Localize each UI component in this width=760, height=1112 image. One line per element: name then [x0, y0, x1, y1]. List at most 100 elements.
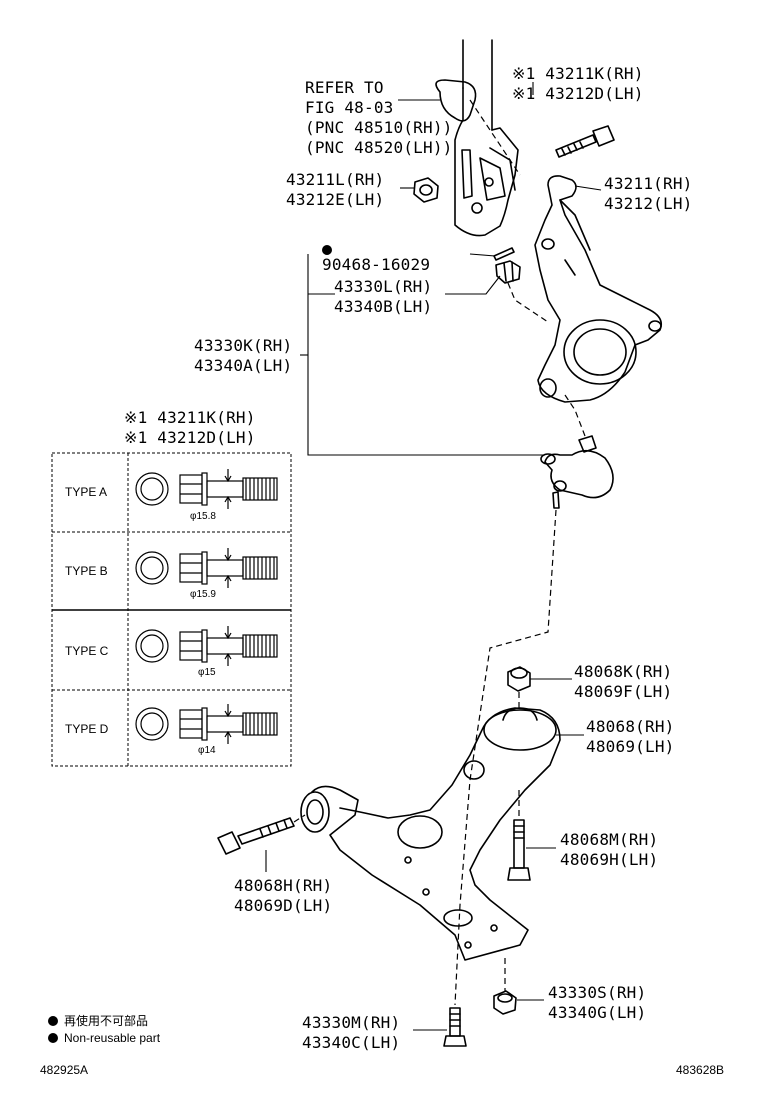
type-c-bolt-thread — [242, 634, 278, 658]
joint-43330K-rh: 43330K(RH) — [194, 336, 293, 355]
dash-knuckle — [507, 282, 549, 323]
type-a-bolt-end-inner — [140, 477, 164, 501]
castle-nut-43330L-illustration — [495, 260, 521, 284]
ball-joint-illustration — [540, 435, 614, 509]
dash-bolt-43211K — [469, 99, 521, 176]
type-c-bolt-end-view — [135, 629, 169, 663]
legend-en: Non-reusable part — [48, 1031, 160, 1045]
type-a-bolt-thread — [242, 477, 278, 501]
type-d-bolt-end-view — [135, 707, 169, 741]
type-a-label: TYPE A — [65, 485, 108, 499]
legend-dot-icon — [48, 1033, 58, 1043]
joint-43340A-lh: 43340A(LH) — [194, 356, 293, 375]
label-nut-43211L: 43211L(RH) 43212E(LH) — [286, 170, 384, 210]
nut-48069F-lh: 48069F(LH) — [574, 682, 673, 701]
nut-43330S-illustration — [493, 990, 517, 1015]
strut-illustration — [435, 39, 519, 237]
type-b-bolt-thread — [242, 556, 278, 580]
bolt-top-rh: ※1 43211K(RH) — [512, 64, 644, 83]
footer-code-right: 483628B — [676, 1063, 725, 1077]
leader-90468 — [469, 253, 496, 257]
knuckle-lh: 43212(LH) — [604, 194, 693, 213]
type-b-bolt-head — [179, 553, 203, 583]
label-bolt-43330M: 43330M(RH) 43340C(LH) — [302, 1013, 400, 1053]
nut-48068K-rh: 48068K(RH) — [574, 662, 673, 681]
label-lower-arm-48068: 48068(RH) 48069(LH) — [586, 717, 675, 757]
refer-line-2: FIG 48-03 — [305, 98, 394, 117]
nut-43211L-rh: 43211L(RH) — [286, 170, 385, 189]
type-d-bolt-flange — [201, 707, 208, 741]
cotter-pin-illustration — [493, 247, 515, 261]
type-c-bolt-shank — [206, 637, 244, 655]
nut-48068K-illustration — [507, 666, 531, 692]
type-a-bolt-end-view — [135, 472, 169, 506]
legend-jp-text: 再使用不可部品 — [64, 1014, 149, 1028]
label-nut-43330S: 43330S(RH) 43340G(LH) — [548, 983, 646, 1023]
bolt-43340C-lh: 43340C(LH) — [302, 1033, 401, 1052]
legend-dot-icon — [48, 1016, 58, 1026]
leader-43330L — [445, 275, 501, 295]
type-b-bolt-flange — [201, 551, 208, 585]
type-d-diameter: φ14 — [198, 745, 216, 756]
bolt-top-lh: ※1 43212D(LH) — [512, 84, 644, 103]
label-bolt-48068H: 48068H(RH) 48069D(LH) — [234, 876, 332, 916]
knuckle-rh: 43211(RH) — [604, 174, 693, 193]
type-d-bolt-shank — [206, 715, 244, 733]
type-c-bolt-head — [179, 631, 203, 661]
refer-line-4: (PNC 48520(LH)) — [305, 138, 453, 157]
label-nut-48068K: 48068K(RH) 48069F(LH) — [574, 662, 672, 702]
arm-48068-rh: 48068(RH) — [586, 717, 675, 736]
leader-joint — [307, 254, 545, 456]
type-b-bolt-shank — [206, 559, 244, 577]
type-c-label: TYPE C — [65, 644, 109, 658]
bolt-48069H-lh: 48069H(LH) — [560, 850, 659, 869]
footer-code-left: 482925A — [40, 1063, 89, 1077]
type-d-label: TYPE D — [65, 722, 109, 736]
type-c-bolt-end-inner — [140, 634, 164, 658]
nut-43330L-rh: 43330L(RH) — [334, 277, 433, 296]
type-d-bolt-end-inner — [140, 712, 164, 736]
lower-arm-illustration — [300, 707, 561, 961]
type-c-bolt-flange — [201, 629, 208, 663]
bolt-43211K-illustration — [555, 125, 615, 158]
type-c-diameter: φ15 — [198, 667, 216, 678]
label-bolt-table-title: ※1 43211K(RH) ※1 43212D(LH) — [124, 408, 256, 448]
type-a-bolt-shank — [206, 480, 244, 498]
label-cotter-pin: 90468-16029 — [322, 245, 430, 275]
type-b-bolt-end-inner — [140, 556, 164, 580]
dash-48068H — [293, 814, 306, 823]
type-a-bolt-flange — [201, 472, 208, 506]
table-title-rh: ※1 43211K(RH) — [124, 408, 256, 427]
type-b-bolt-end-view — [135, 551, 169, 585]
label-refer-fig: REFER TO FIG 48-03 (PNC 48510(RH)) (PNC … — [305, 78, 453, 158]
nut-43330S-rh: 43330S(RH) — [548, 983, 647, 1002]
label-castle-nut-43330L: 43330L(RH) 43340B(LH) — [334, 277, 432, 317]
arm-48069-lh: 48069(LH) — [586, 737, 675, 756]
type-b-diameter: φ15.9 — [190, 589, 216, 600]
nut-43211L-illustration — [413, 177, 439, 203]
type-a-bolt-head — [179, 474, 203, 504]
bolt-43330M-illustration — [443, 1007, 467, 1047]
pin-90468-number: 90468-16029 — [322, 255, 431, 274]
nut-43330L-lh: 43340B(LH) — [334, 297, 433, 316]
type-a-diameter: φ15.8 — [190, 511, 216, 522]
label-knuckle: 43211(RH) 43212(LH) — [604, 174, 693, 214]
nut-43211L-lh: 43212E(LH) — [286, 190, 385, 209]
bolt-type-table — [51, 452, 292, 767]
type-b-label: TYPE B — [65, 564, 108, 578]
table-title-lh: ※1 43212D(LH) — [124, 428, 256, 447]
bolt-48068H-rh: 48068H(RH) — [234, 876, 333, 895]
label-bolt-43211K-top: ※1 43211K(RH) ※1 43212D(LH) — [512, 64, 644, 104]
type-d-bolt-head — [179, 709, 203, 739]
refer-line-3: (PNC 48510(RH)) — [305, 118, 453, 137]
refer-line-1: REFER TO — [305, 78, 384, 97]
legend-jp: 再使用不可部品 — [48, 1012, 148, 1029]
legend-en-text: Non-reusable part — [64, 1031, 161, 1045]
label-bolt-48068M: 48068M(RH) 48069H(LH) — [560, 830, 658, 870]
dash-joint — [454, 509, 557, 1006]
nut-43340G-lh: 43340G(LH) — [548, 1003, 647, 1022]
bolt-43330M-rh: 43330M(RH) — [302, 1013, 401, 1032]
type-d-bolt-thread — [242, 712, 278, 736]
bolt-48068M-rh: 48068M(RH) — [560, 830, 659, 849]
